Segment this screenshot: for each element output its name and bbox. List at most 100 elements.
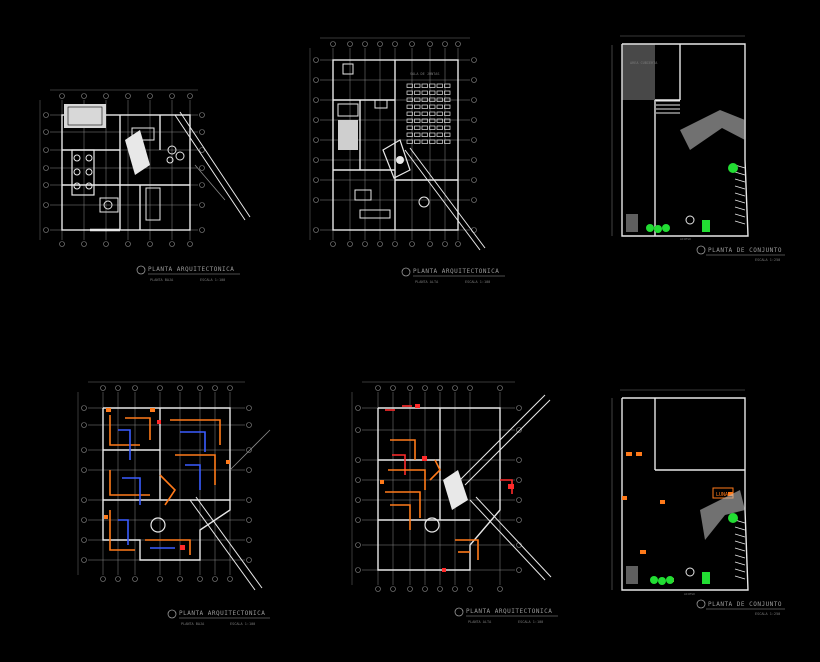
axis-bubble [246, 422, 252, 428]
seat [421, 118, 428, 123]
vegetation [650, 513, 738, 585]
circuit-run [455, 539, 479, 560]
seat [444, 83, 451, 88]
axis-bubble [157, 385, 163, 391]
axis-bubble [199, 129, 205, 135]
circuit-run [145, 539, 191, 555]
axis-bubble [313, 97, 319, 103]
axis-bubble [313, 77, 319, 83]
fixture [180, 545, 185, 550]
seat [444, 97, 451, 102]
parking-stall [734, 554, 746, 559]
seat [406, 125, 413, 130]
title-block-2: PLANTA ARQUITECTONICA PLANTA ALTA ESCALA… [401, 267, 505, 284]
axis-bubble [43, 147, 49, 153]
circuit-run [118, 429, 131, 460]
axis-bubble [355, 497, 361, 503]
axis-bubble [392, 41, 398, 47]
parking-stall [734, 540, 746, 545]
drawing-subtitle: PLANTA ALTA [415, 280, 439, 284]
axis-bubble [516, 497, 522, 503]
axis-bubble [347, 41, 353, 47]
axis-bubble [471, 137, 477, 143]
circuit-run [185, 464, 201, 490]
axis-bubble [471, 177, 477, 183]
axis-bubble [516, 405, 522, 411]
auditorium-seating [406, 83, 451, 144]
axis-bubble [375, 586, 381, 592]
axis-bubble [355, 517, 361, 523]
axis-bubble [313, 197, 319, 203]
axis-bubble [442, 41, 448, 47]
axis-bubble [43, 129, 49, 135]
axis-bubble [246, 537, 252, 543]
axis-bubble [313, 227, 319, 233]
axis-bubble [313, 157, 319, 163]
seat [444, 139, 451, 144]
panel-label: LUNA [716, 492, 728, 498]
circuit-run [122, 477, 141, 505]
drawing-title: PLANTA ARQUITECTONICA [466, 608, 552, 615]
parking-stall [734, 575, 746, 580]
circuit-run [109, 470, 150, 496]
circuit-run [125, 417, 151, 440]
parking-stall [734, 568, 746, 573]
site-plan-bottom: LUNA ACCESO [611, 389, 749, 596]
parking-stall [734, 526, 746, 531]
seat [414, 132, 421, 137]
seat [406, 111, 413, 116]
parking-stall [734, 192, 746, 197]
hatched-room [64, 104, 106, 128]
drawing-title: PLANTA DE CONJUNTO [708, 247, 782, 254]
parking-stall [734, 547, 746, 552]
circuit-run [385, 491, 421, 518]
axis-bubble [516, 477, 522, 483]
axis-bubble [246, 497, 252, 503]
panel-box [712, 487, 734, 499]
axis-bubble [355, 542, 361, 548]
axis-bubble [377, 41, 383, 47]
axis-bubble [313, 57, 319, 63]
site-plan-top: AREA CUBIERTA ACCESO [611, 35, 749, 241]
axis-bubble [199, 202, 205, 208]
fixture [104, 515, 108, 519]
seat [414, 111, 421, 116]
seat [421, 132, 428, 137]
circuit-run [118, 519, 129, 545]
axis-bubble [132, 385, 138, 391]
axis-bubble [81, 405, 87, 411]
axis-bubble [313, 137, 319, 143]
fixture [442, 568, 446, 572]
fixture [508, 484, 514, 489]
seat [444, 104, 451, 109]
axis-bubble [455, 241, 461, 247]
axis-bubble [422, 385, 428, 391]
seat [421, 125, 428, 130]
title-block-5: PLANTA ARQUITECTONICA PLANTA ALTA ESCALA… [454, 607, 558, 624]
seat [429, 111, 436, 116]
axis-bubble [103, 241, 109, 247]
axis-bubble [246, 405, 252, 411]
seat [429, 97, 436, 102]
axis-bubble [392, 241, 398, 247]
axis-bubble [43, 227, 49, 233]
axis-bubble [377, 241, 383, 247]
axis-bubble [187, 241, 193, 247]
axis-bubble [100, 576, 106, 582]
electrical-circuits [380, 404, 514, 572]
seat [421, 97, 428, 102]
parking-stall [734, 220, 746, 225]
axis-bubble [330, 241, 336, 247]
axis-bubble [347, 241, 353, 247]
seat [414, 125, 421, 130]
seat [421, 104, 428, 109]
axis-bubble [199, 147, 205, 153]
axis-bubble [437, 385, 443, 391]
axis-bubble [125, 241, 131, 247]
axis-bubble [227, 576, 233, 582]
access-label: ACCESO [684, 592, 695, 596]
circuit-run [159, 474, 177, 506]
axis-bubble [147, 93, 153, 99]
axis-bubble [157, 576, 163, 582]
seat [421, 139, 428, 144]
